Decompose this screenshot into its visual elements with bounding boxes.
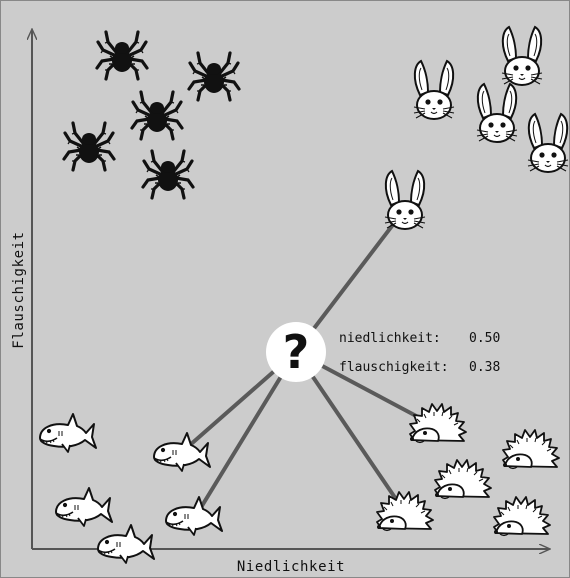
query-readout: niedlichkeit: 0.50 flauschigkeit: 0.38 — [339, 331, 500, 375]
readout-flauschigkeit-label: flauschigkeit: — [339, 360, 449, 375]
neighbor-line-shark-2 — [198, 350, 298, 511]
query-point: ? — [266, 322, 326, 382]
x-axis-label: Niedlichkeit — [237, 559, 345, 575]
readout-niedlichkeit-label: niedlichkeit: — [339, 331, 441, 346]
readout-niedlichkeit-value: 0.50 — [469, 331, 500, 346]
neighbor-line-hedgehog-2 — [294, 350, 402, 507]
y-axis-label: Flauschigkeit — [11, 231, 27, 348]
query-circle — [266, 322, 326, 382]
readout-flauschigkeit-value: 0.38 — [469, 360, 500, 375]
question-mark-icon: ? — [283, 325, 310, 379]
